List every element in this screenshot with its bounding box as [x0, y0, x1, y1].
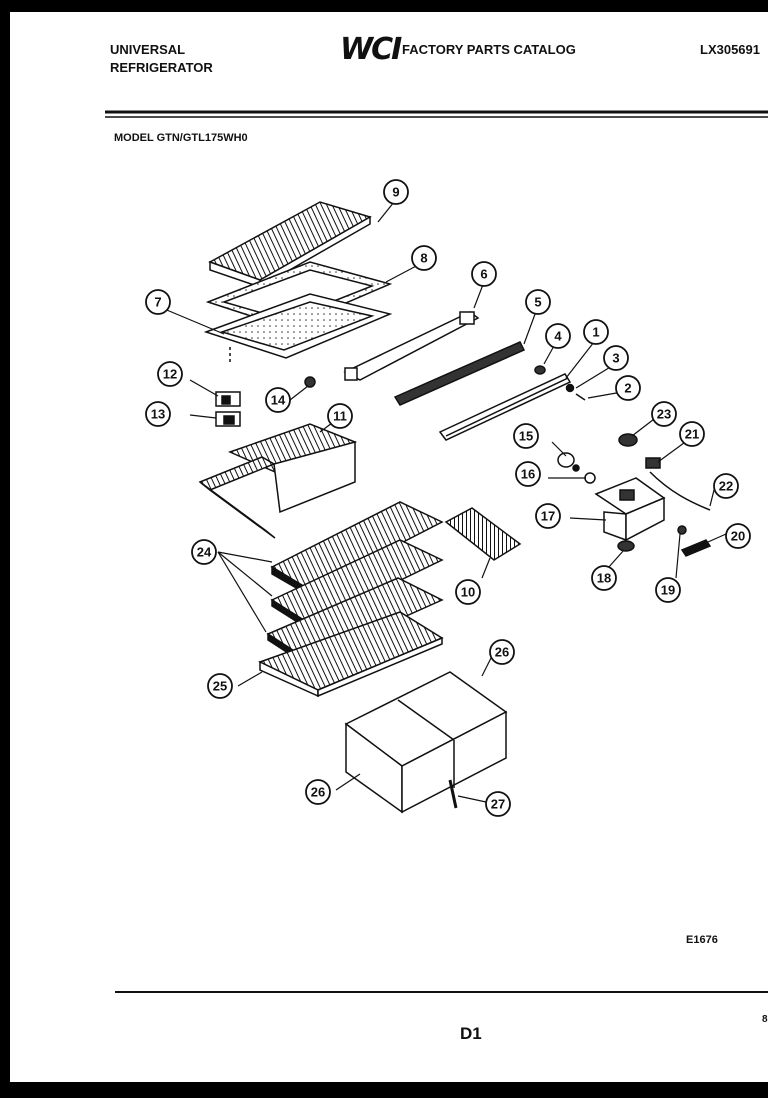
exploded-parts-diagram: 1234567891011121314151617181920212223242… — [105, 110, 768, 993]
callout-13: 13 — [145, 401, 171, 427]
callout-label: 4 — [554, 329, 562, 344]
leader-lines — [161, 201, 727, 803]
callout-21: 21 — [679, 421, 705, 447]
callout-3: 3 — [603, 345, 629, 371]
callout-label: 6 — [480, 267, 487, 282]
callout-20: 20 — [725, 523, 751, 549]
callout-label: 27 — [491, 797, 505, 812]
callout-label: 21 — [685, 427, 699, 442]
part-18-disc — [617, 540, 635, 552]
part-23-knob — [618, 433, 638, 447]
callout-label: 5 — [534, 295, 541, 310]
wci-logo: WCI — [340, 32, 402, 67]
callout-11: 11 — [327, 403, 353, 429]
callout-label: 1 — [592, 325, 599, 340]
callout-12: 12 — [157, 361, 183, 387]
part-12-clip — [215, 391, 241, 407]
part-27-rod — [448, 779, 458, 809]
part-5-rail — [393, 341, 526, 406]
callout-15: 15 — [513, 423, 539, 449]
callout-8: 8 — [411, 245, 437, 271]
part-7-frame — [203, 293, 393, 364]
callout-label: 8 — [420, 251, 427, 266]
callout-label: 25 — [213, 679, 227, 694]
catalog-title: FACTORY PARTS CATALOG — [402, 42, 576, 57]
part-22-wire — [649, 471, 711, 511]
callout-label: 13 — [151, 407, 165, 422]
callout-16: 16 — [515, 461, 541, 487]
callout-2: 2 — [615, 375, 641, 401]
callout-4: 4 — [545, 323, 571, 349]
callout-22: 22 — [713, 473, 739, 499]
part-14-screw — [304, 376, 316, 388]
callout-label: 15 — [519, 429, 533, 444]
callout-7: 7 — [145, 289, 171, 315]
callout-label: 20 — [731, 529, 745, 544]
callout-10: 10 — [455, 579, 481, 605]
part-16-socket — [584, 472, 596, 484]
callout-23: 23 — [651, 401, 677, 427]
callout-label: 16 — [521, 467, 535, 482]
part-3-screw — [565, 383, 575, 393]
callout-25: 25 — [207, 673, 233, 699]
callout-19: 19 — [655, 577, 681, 603]
part-15-bulb — [557, 452, 575, 468]
callout-label: 2 — [624, 381, 631, 396]
callout-17: 17 — [535, 503, 561, 529]
callout-9: 9 — [383, 179, 409, 205]
callout-14: 14 — [265, 387, 291, 413]
part-1-rail — [438, 373, 572, 441]
callout-26: 26 — [305, 779, 331, 805]
part-21-switch — [645, 457, 661, 469]
callout-24: 24 — [191, 539, 217, 565]
callout-label: 11 — [333, 409, 347, 424]
callout-label: 22 — [719, 479, 733, 494]
callout-label: 23 — [657, 407, 671, 422]
callout-label: 26 — [311, 785, 325, 800]
part-2-pin — [575, 393, 586, 401]
callout-label: 7 — [154, 295, 161, 310]
callout-label: 24 — [197, 545, 212, 560]
callout-label: 3 — [612, 351, 619, 366]
corner-mark: 8 — [762, 1014, 768, 1025]
part-4-button — [534, 365, 546, 375]
part-17-housing — [594, 477, 666, 542]
part-11-shelf — [198, 423, 358, 539]
brand-line-1: UNIVERSAL — [110, 42, 186, 57]
callout-5: 5 — [525, 289, 551, 315]
part-13-clip — [215, 411, 241, 427]
callout-27: 27 — [485, 791, 511, 817]
diagram-code: E1676 — [686, 934, 718, 946]
callout-6: 6 — [471, 261, 497, 287]
document-number: LX305691 — [700, 42, 760, 57]
part-10-tray — [444, 507, 522, 561]
part-25-crisper-cover — [258, 611, 444, 698]
callout-label: 10 — [461, 585, 475, 600]
callout-label: 17 — [541, 509, 555, 524]
callout-label: 19 — [661, 583, 675, 598]
callout-label: 9 — [392, 185, 399, 200]
callout-label: 12 — [163, 367, 177, 382]
brand-line-2: REFRIGERATOR — [110, 60, 213, 75]
part-20-switch — [680, 539, 712, 557]
callout-label: 26 — [495, 645, 509, 660]
callout-18: 18 — [591, 565, 617, 591]
catalog-page: UNIVERSAL REFRIGERATOR WCI FACTORY PARTS… — [10, 12, 768, 1082]
part-19-connector — [677, 525, 687, 535]
part-6-bracket — [343, 311, 480, 381]
model-line: MODEL GTN/GTL175WH0 — [114, 132, 248, 144]
part-26-crisper-drawers — [344, 671, 508, 814]
callout-label: 14 — [271, 393, 286, 408]
callout-1: 1 — [583, 319, 609, 345]
callout-26: 26 — [489, 639, 515, 665]
page-code: D1 — [460, 1024, 482, 1043]
callout-label: 18 — [597, 571, 611, 586]
